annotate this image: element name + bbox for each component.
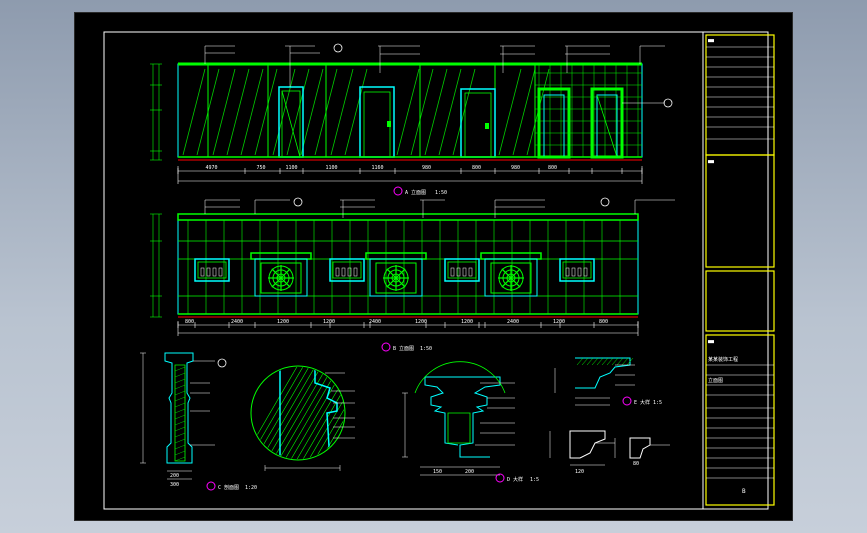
cad-drawing-canvas: ■■ ■■ ■■ 某某装饰工程 立面图 B [103, 31, 775, 510]
dim-label-top: 1160 [372, 165, 384, 171]
dim-chain-mid: 800 2400 1200 1200 2400 1200 1200 2400 1200 800 [177, 319, 639, 328]
d1-scale: 1:20 [245, 485, 257, 491]
dim-label-mid: 2400 [231, 319, 243, 325]
d3-scale: 1:5 [653, 400, 662, 406]
dim-label-mid: 1200 [415, 319, 427, 325]
d2-dim-a: 150 [433, 469, 442, 475]
drawing-frame [103, 31, 769, 510]
dim-label-mid: 800 [599, 319, 608, 325]
door-4 [537, 87, 571, 159]
d2-label: D 大样 [507, 476, 523, 483]
tile-grid-mid [187, 220, 621, 314]
detail-column-section: 200 300 C 剖面图 1:20 [140, 352, 257, 491]
glass-hatch [182, 68, 550, 156]
d1-dim-b: 300 [170, 482, 179, 488]
detail-capital: 150 200 D 大样 1:5 [402, 361, 539, 483]
dim-label-top: 1100 [326, 165, 338, 171]
ornament-units [194, 252, 595, 297]
d4-dim-b: 80 [633, 461, 639, 467]
dim-label-mid: 1200 [553, 319, 565, 325]
tb-project: 某某装饰工程 [708, 356, 738, 363]
door-3 [460, 88, 496, 158]
elev-top-scale: 1:50 [435, 190, 447, 196]
dim-label-mid: 1200 [277, 319, 289, 325]
dim-label-mid: 800 [185, 319, 194, 325]
dim-label-top: 4970 [206, 165, 218, 171]
d4-dim-a: 120 [575, 469, 584, 475]
dim-label-top: 980 [511, 165, 520, 171]
d1-dim-a: 200 [170, 473, 179, 479]
dim-label-top: 800 [472, 165, 481, 171]
elevation-mid: 800 2400 1200 1200 2400 1200 1200 2400 1200 800 B… [150, 197, 675, 352]
dim-label-mid: 2400 [369, 319, 381, 325]
detail-circle-left [250, 365, 355, 471]
elev-mid-label: B 立面图 [393, 345, 414, 352]
dim-chain-top: 4970 750 1100 1100 1160 980 800 980 800 [177, 165, 643, 174]
d2-dim-b: 200 [465, 469, 474, 475]
svg-text:■■: ■■ [708, 159, 714, 165]
dim-label-top: 980 [422, 165, 431, 171]
svg-text:■■: ■■ [708, 339, 714, 345]
d3-label: E 大样 [634, 399, 650, 406]
elev-mid-scale: 1:50 [420, 346, 432, 352]
door-1 [278, 86, 304, 158]
dim-label-top: 750 [257, 165, 266, 171]
detail-moldings: E 大样 1:5 120 80 [549, 357, 670, 475]
dim-label-mid: 1200 [461, 319, 473, 325]
elev-top-label: A 立面图 [405, 189, 426, 196]
dim-label-mid: 2400 [507, 319, 519, 325]
svg-text:■■: ■■ [708, 38, 714, 44]
door-5 [590, 87, 624, 159]
tb-drawing: 立面图 [708, 377, 723, 384]
tb-sheet-no: B [742, 488, 746, 495]
dim-label-top: 1100 [286, 165, 298, 171]
dim-label-top: 800 [548, 165, 557, 171]
dim-label-mid: 1200 [323, 319, 335, 325]
door-2 [359, 86, 395, 158]
d2-scale: 1:5 [530, 477, 539, 483]
elevation-top: 4970 750 1100 1100 1160 980 800 980 800 A 立面图 1:… [150, 43, 673, 196]
cad-drawing-sheet: ■■ ■■ ■■ 某某装饰工程 立面图 B [74, 12, 793, 521]
tile-grid [535, 64, 642, 158]
d1-label: C 剖面图 [218, 484, 239, 491]
title-block: ■■ ■■ ■■ 某某装饰工程 立面图 B [702, 31, 775, 510]
